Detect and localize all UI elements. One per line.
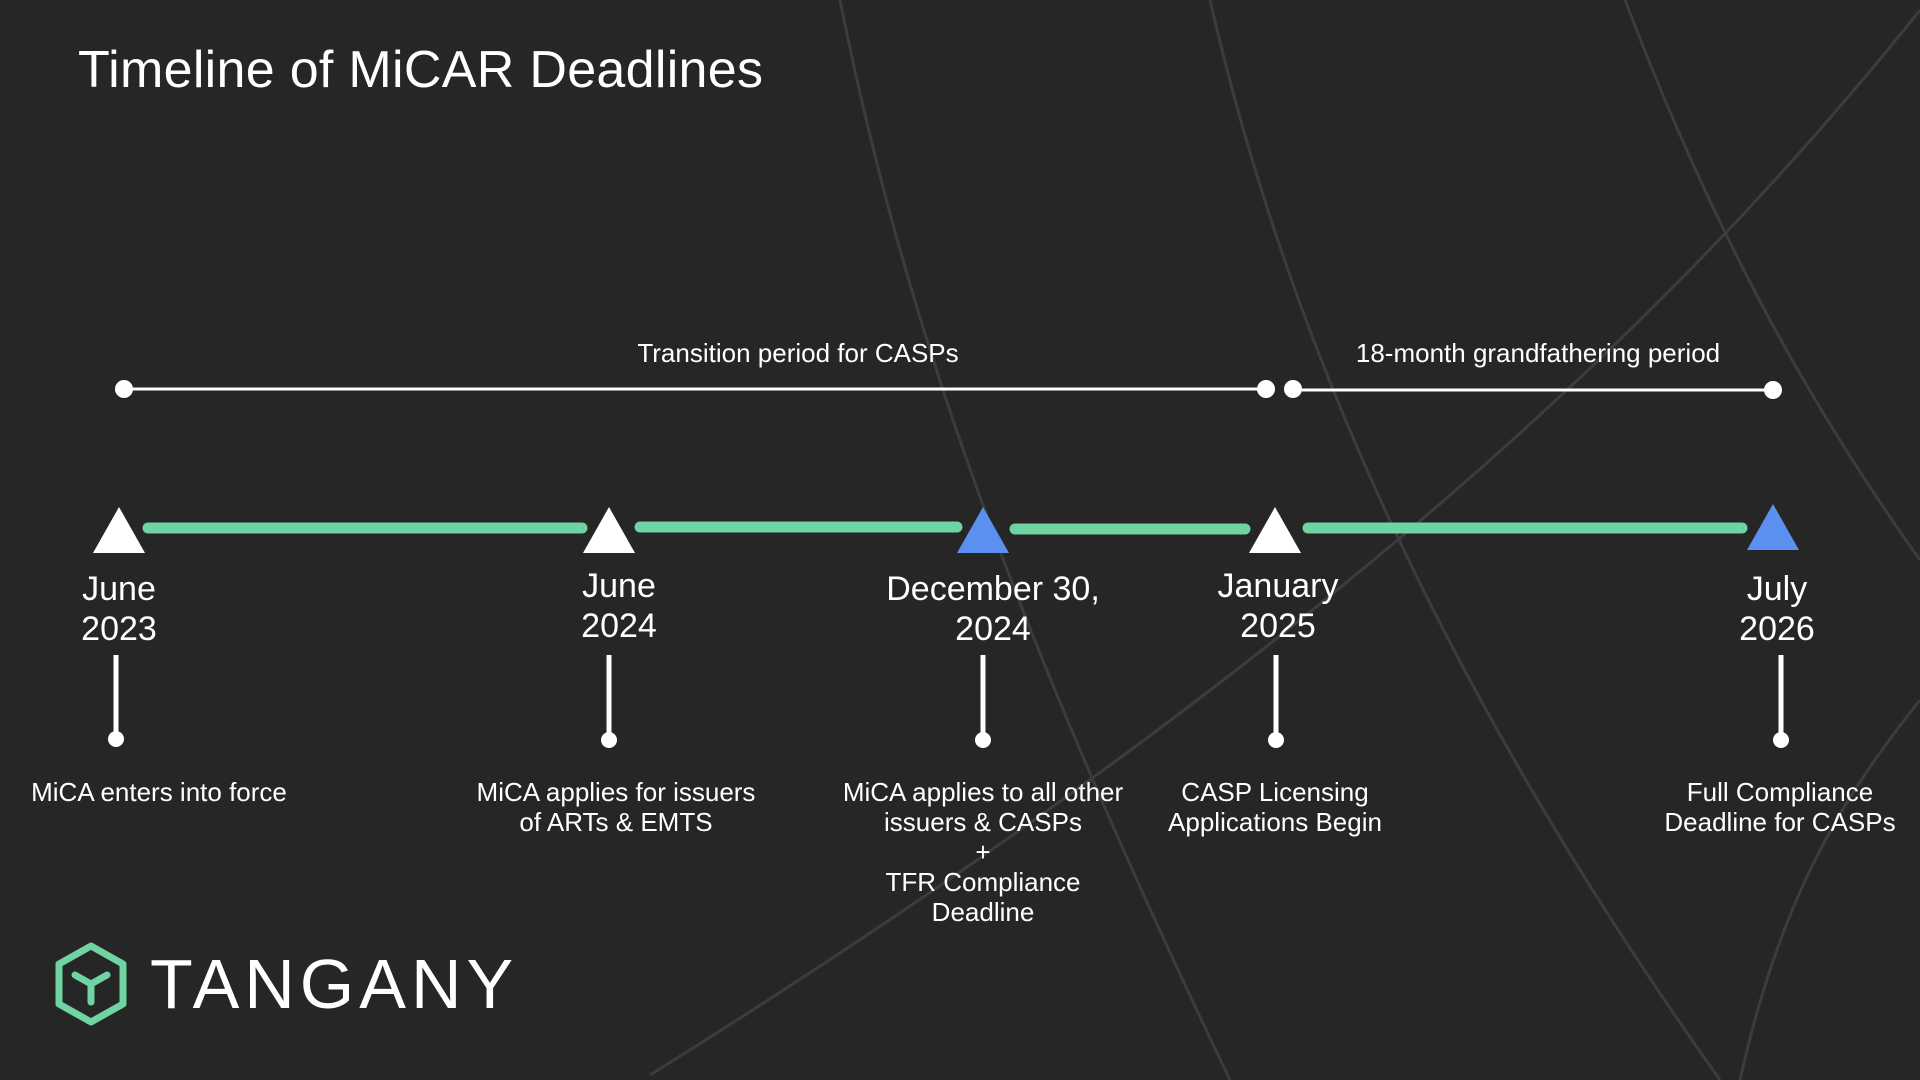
- milestone-description-3-line2: issuers & CASPs: [884, 807, 1082, 837]
- milestone-description-2-line1: MiCA applies for issuers: [476, 777, 756, 807]
- milestone-description-3: MiCA applies to all other issuers & CASP…: [843, 777, 1123, 927]
- milestone-date-4: January 2025: [1218, 566, 1339, 646]
- milestone-description-4-line2: Applications Begin: [1168, 807, 1382, 837]
- milestone-description-4-line1: CASP Licensing: [1181, 777, 1369, 807]
- period-label-transition: Transition period for CASPs: [637, 338, 959, 368]
- milestone-date-3: December 30, 2024: [886, 569, 1100, 649]
- milestone-description-3-line5: Deadline: [931, 897, 1035, 927]
- milestone-date-2-line2: 2024: [581, 607, 657, 645]
- milestone-description-1-line1: MiCA enters into force: [31, 777, 287, 807]
- milestone-description-2-line2: of ARTs & EMTS: [519, 807, 713, 837]
- milestone-date-3-line1: December 30,: [886, 570, 1100, 608]
- tangany-logo-text: TANGANY: [150, 945, 519, 1023]
- milestone-date-1-line2: 2023: [81, 610, 157, 648]
- milestone-description-3-line4: TFR Compliance: [885, 867, 1081, 897]
- milestone-description-2: MiCA applies for issuers of ARTs & EMTS: [477, 777, 756, 837]
- milestone-description-5: Full Compliance Deadline for CASPs: [1664, 777, 1895, 837]
- milestone-marker-4: [1249, 507, 1301, 553]
- milestone-marker-3: [957, 507, 1009, 553]
- pin-4: [1268, 655, 1284, 748]
- milestone-date-1: June 2023: [81, 569, 157, 649]
- milestone-date-5-line1: July: [1746, 570, 1808, 608]
- milestone-date-1-line1: June: [82, 570, 156, 608]
- milestone-date-2: June 2024: [581, 566, 657, 646]
- pin-3: [975, 655, 991, 748]
- milestone-description-3-line1: MiCA applies to all other: [842, 777, 1124, 807]
- pin-2: [601, 655, 617, 748]
- milestone-marker-5: [1747, 504, 1799, 550]
- period-label-grandfathering: 18-month grandfathering period: [1355, 338, 1721, 368]
- milestone-description-5-line2: Deadline for CASPs: [1664, 807, 1896, 837]
- milestone-date-4-line1: January: [1217, 567, 1339, 605]
- milestone-date-5-line2: 2026: [1739, 610, 1815, 648]
- milestone-date-3-line2: 2024: [955, 610, 1031, 648]
- period-bracket-transition: [115, 380, 1275, 398]
- page-title: Timeline of MiCAR Deadlines: [78, 41, 764, 99]
- milestone-description-3-line3: +: [975, 837, 991, 867]
- milestone-description-1: MiCA enters into force: [31, 777, 287, 807]
- milestone-marker-1: [93, 507, 145, 553]
- milestone-date-2-line1: June: [582, 567, 656, 605]
- pin-1: [108, 655, 124, 747]
- milestone-marker-2: [583, 507, 635, 553]
- milestone-description-5-line1: Full Compliance: [1686, 777, 1874, 807]
- milestone-date-4-line2: 2025: [1240, 607, 1316, 645]
- pin-5: [1773, 655, 1789, 748]
- tangany-hexagon-icon: [55, 942, 127, 1026]
- period-bracket-grandfathering: [1284, 380, 1782, 399]
- milestone-description-4: CASP Licensing Applications Begin: [1168, 777, 1382, 837]
- milestone-date-5: July 2026: [1739, 569, 1815, 649]
